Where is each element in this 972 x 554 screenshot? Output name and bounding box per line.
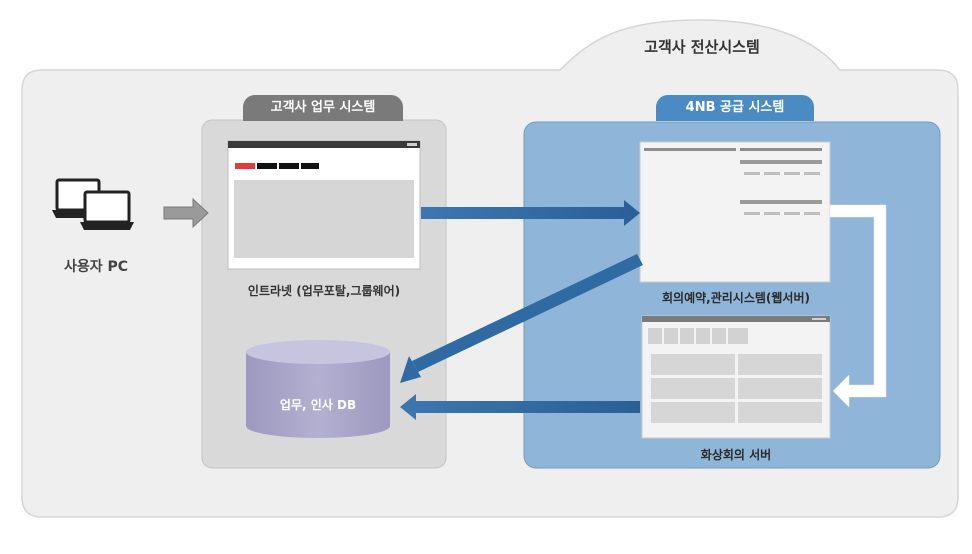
arrow-icon bbox=[163, 197, 209, 229]
laptop-icon bbox=[52, 178, 134, 230]
intranet-label: 인트라넷 (업무포탈,그룹웨어) bbox=[247, 284, 401, 298]
video-server-label: 화상회의 서버 bbox=[700, 448, 772, 462]
business-system-tab: 고객사 업무 시스템 bbox=[243, 95, 403, 121]
database-icon bbox=[246, 340, 390, 438]
booking-system-label: 회의예약,관리시스템(웹서버) bbox=[661, 291, 811, 305]
booking-server-window-icon bbox=[639, 141, 831, 283]
user-pc-label: 사용자 PC bbox=[63, 259, 129, 275]
customer-network-label: 고객사 전산시스템 bbox=[644, 38, 760, 56]
arrow-booking-to-database bbox=[400, 254, 643, 383]
arrow-booking-to-video bbox=[829, 204, 887, 408]
supply-system-tab: 4NB 공급 시스템 bbox=[656, 95, 814, 121]
intranet-window-icon bbox=[227, 140, 421, 270]
arrow-intranet-to-booking bbox=[421, 200, 640, 226]
arrow-video-to-database bbox=[400, 394, 640, 420]
video-server-window-icon bbox=[641, 315, 831, 439]
database-label: 업무, 인사 DB bbox=[279, 398, 357, 412]
